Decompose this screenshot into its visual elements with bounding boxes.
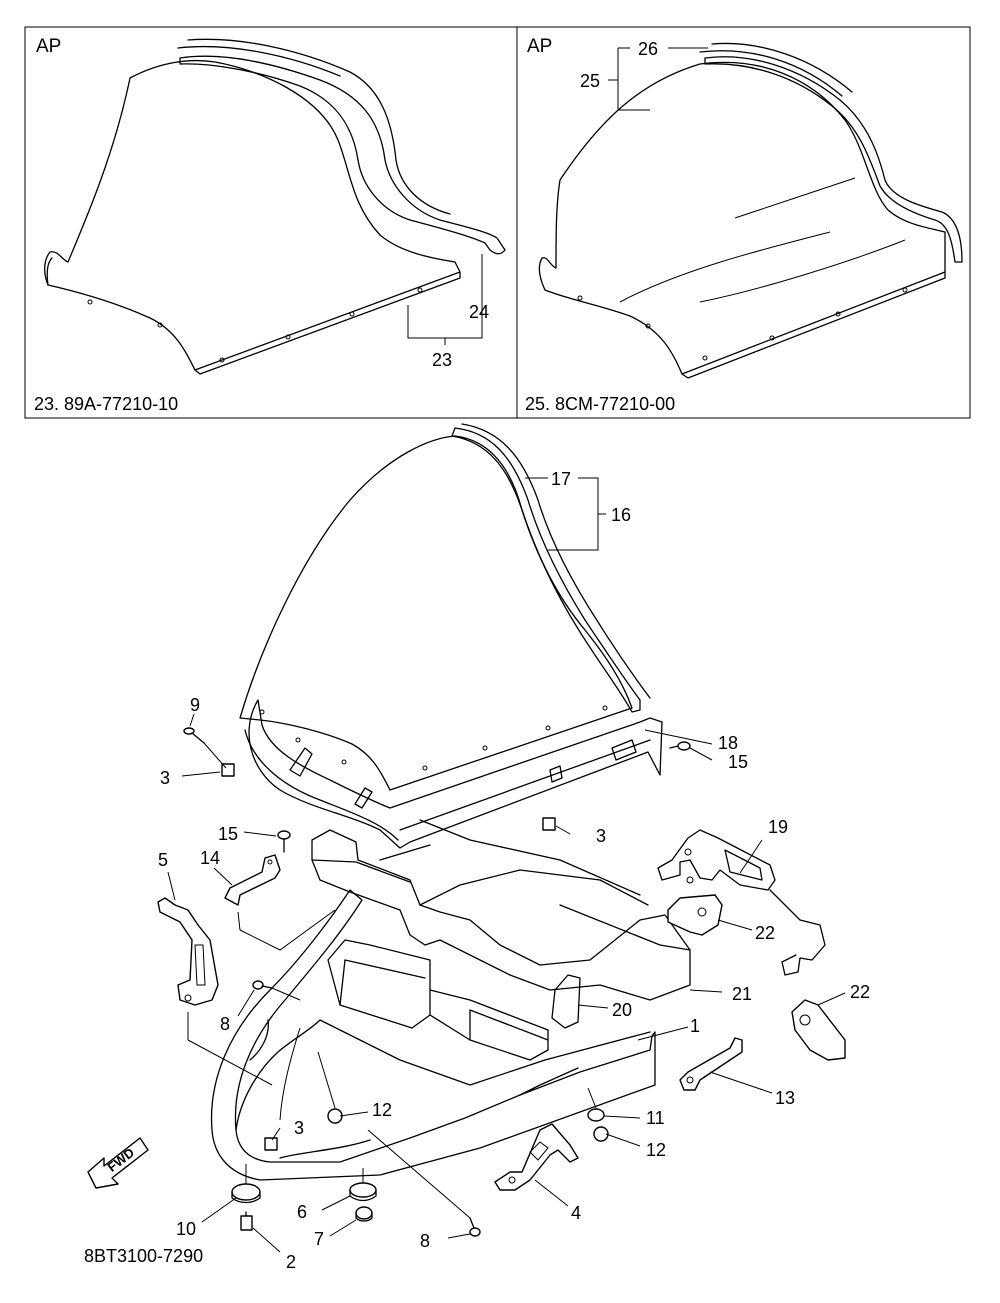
fasteners xyxy=(183,727,691,1237)
stay-4 xyxy=(494,1123,579,1191)
callout-16: 16 xyxy=(611,505,631,525)
damper-6 xyxy=(349,1182,377,1202)
callout-2: 2 xyxy=(286,1252,296,1272)
leader-13 xyxy=(709,1071,773,1094)
windshield-25-drawing xyxy=(538,42,963,379)
windshield-23-drawing xyxy=(44,38,506,375)
callout-8a: 8 xyxy=(220,1014,230,1034)
main-exploded-view: FWD xyxy=(87,423,846,1253)
callout-7: 7 xyxy=(314,1229,324,1249)
leader-14-mount xyxy=(237,909,336,951)
callout-26: 26 xyxy=(638,39,658,59)
callout-11: 11 xyxy=(646,1108,665,1128)
inset-right: AP 26 25 25. 8CM-77210-00 xyxy=(525,36,963,414)
nut-12b xyxy=(593,1126,609,1142)
leader-20 xyxy=(577,1004,609,1009)
callout-23: 23 xyxy=(432,350,452,370)
leader-18 xyxy=(644,729,713,745)
bolt-15a xyxy=(277,830,291,853)
inset-left-leaders xyxy=(407,254,483,345)
grommet-11 xyxy=(587,1108,605,1122)
fwd-arrow-icon: FWD xyxy=(87,1137,149,1189)
lower-cowling-1 xyxy=(210,889,656,1181)
callout-3a: 3 xyxy=(160,768,170,788)
callout-18: 18 xyxy=(718,733,738,753)
bolt-15b xyxy=(669,741,691,751)
callout-4: 4 xyxy=(571,1203,581,1223)
leaders-16-17 xyxy=(525,477,606,551)
inset-left-tag: AP xyxy=(36,36,61,57)
bolt-8a xyxy=(252,980,273,990)
bracket-19 xyxy=(657,829,826,976)
nut-3b xyxy=(542,817,556,831)
callout-17: 17 xyxy=(551,469,571,489)
callout-12a: 12 xyxy=(372,1100,392,1120)
callout-labels: 1 2 3 3 3 4 5 6 7 8 8 9 10 11 12 12 13 1… xyxy=(158,469,870,1272)
leader-22b xyxy=(817,992,846,1006)
stay-5 xyxy=(157,897,219,1006)
callout-5: 5 xyxy=(158,850,168,870)
nut-12a xyxy=(327,1108,343,1124)
panel-20 xyxy=(551,974,581,1029)
stay-14 xyxy=(224,854,281,906)
callout-21: 21 xyxy=(732,984,752,1004)
leader-5-mount xyxy=(187,1039,273,1086)
callout-1: 1 xyxy=(690,1016,700,1036)
inset-left-caption: 23. 89A-77210-10 xyxy=(34,394,178,414)
leader-1 xyxy=(637,1026,689,1041)
duct-21 xyxy=(311,819,691,1001)
callout-9: 9 xyxy=(190,695,200,715)
bolt-9 xyxy=(183,727,205,744)
inset-right-leaders xyxy=(608,47,708,111)
leader-22a xyxy=(717,919,753,931)
callout-15a: 15 xyxy=(218,824,238,844)
leader-21 xyxy=(689,989,723,993)
callout-24: 24 xyxy=(469,302,489,322)
callout-15b: 15 xyxy=(728,752,748,772)
nut-7 xyxy=(355,1206,373,1222)
drawing-code: 8BT3100-7290 xyxy=(84,1246,203,1266)
inset-frames xyxy=(24,26,971,419)
damper-10 xyxy=(231,1183,261,1204)
windshield-16 xyxy=(239,423,651,791)
bolt-2 xyxy=(240,1211,253,1231)
callout-6: 6 xyxy=(297,1202,307,1222)
callout-10: 10 xyxy=(176,1219,196,1239)
callout-19: 19 xyxy=(768,817,788,837)
stay-13 xyxy=(679,1037,743,1091)
callout-22b: 22 xyxy=(850,982,870,1002)
leader-4 xyxy=(534,1179,569,1207)
callout-20: 20 xyxy=(612,1000,632,1020)
leader-19 xyxy=(739,839,763,874)
inner-panel-18 xyxy=(244,699,663,849)
callout-13: 13 xyxy=(775,1088,795,1108)
inset-right-tag: AP xyxy=(527,36,552,57)
leader-14 xyxy=(213,867,233,886)
meter-panel xyxy=(327,939,549,1061)
leader-5 xyxy=(167,871,176,901)
callout-8b: 8 xyxy=(420,1231,430,1251)
inset-left: AP 24 23 23. 89A-77210-10 xyxy=(34,36,506,414)
bolt-8b xyxy=(469,1217,481,1237)
inset-right-caption: 25. 8CM-77210-00 xyxy=(525,394,675,414)
callout-3c: 3 xyxy=(294,1118,304,1138)
callout-12b: 12 xyxy=(646,1140,666,1160)
fastener-leaders xyxy=(181,713,713,1253)
brackets-22 xyxy=(667,894,846,1061)
callout-22a: 22 xyxy=(755,923,775,943)
nut-3c xyxy=(264,1137,278,1151)
callout-25: 25 xyxy=(580,71,600,91)
callout-3b: 3 xyxy=(596,826,606,846)
callout-14: 14 xyxy=(200,848,220,868)
